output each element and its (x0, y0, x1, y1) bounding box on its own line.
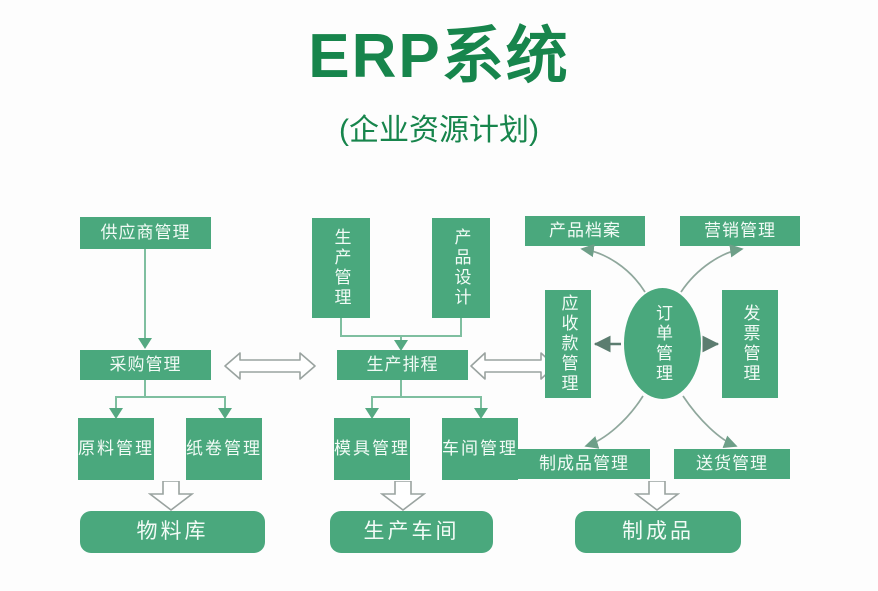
connector-schedule-left-drop (371, 396, 373, 411)
node-finished-products[interactable]: 制成品 (575, 511, 741, 553)
connector-production-stem (400, 335, 402, 343)
page-subtitle: (企业资源计划) (339, 114, 539, 147)
node-mold-mgmt[interactable]: 模具管理 (334, 418, 410, 480)
small-down-arrow-icon (109, 408, 123, 419)
node-product-archive[interactable]: 产品档案 (525, 216, 645, 246)
connector-product-design-drop (460, 318, 462, 336)
curved-arrow-icon-to-delivery-mgmt (682, 395, 738, 449)
node-invoice-mgmt[interactable]: 发票管理 (722, 290, 778, 398)
node-material-warehouse[interactable]: 物料库 (80, 511, 265, 553)
connector-schedule-stem (400, 380, 402, 397)
connector-purchasing-stem (144, 380, 146, 397)
node-finished-product-mgmt[interactable]: 制成品管理 (518, 449, 650, 479)
down-block-arrow-icon (148, 481, 194, 511)
connector-schedule-right-drop (480, 396, 482, 411)
connector-supplier-to-purchasing (144, 249, 146, 341)
double-headed-arrow-icon-right (470, 352, 556, 380)
node-raw-material-mgmt[interactable]: 原料管理 (78, 418, 154, 480)
curved-arrow-icon-to-marketing (680, 244, 744, 293)
node-purchasing-mgmt[interactable]: 采购管理 (80, 350, 211, 380)
small-down-arrow-icon (365, 408, 379, 419)
small-down-arrow-icon (474, 408, 488, 419)
node-production-mgmt[interactable]: 生产管理 (312, 218, 370, 318)
node-receivables-mgmt[interactable]: 应收款管理 (545, 290, 591, 398)
node-delivery-mgmt[interactable]: 送货管理 (674, 449, 790, 479)
node-production-schedule[interactable]: 生产排程 (337, 350, 468, 380)
curved-arrow-icon-to-finished-product-mgmt (584, 395, 644, 449)
curved-arrow-icon-to-product-archive (580, 243, 646, 293)
connector-purchasing-bus (115, 396, 226, 398)
node-marketing-mgmt[interactable]: 营销管理 (680, 216, 800, 246)
down-block-arrow-icon (380, 481, 426, 511)
small-down-arrow-icon (218, 408, 232, 419)
connector-production-mgmt-drop (340, 318, 342, 336)
node-product-design[interactable]: 产品设计 (432, 218, 490, 318)
node-production-workshop[interactable]: 生产车间 (330, 511, 493, 553)
node-paper-roll-mgmt[interactable]: 纸卷管理 (186, 418, 262, 480)
node-supplier-mgmt[interactable]: 供应商管理 (80, 217, 211, 249)
double-headed-arrow-icon-left (224, 352, 316, 380)
small-down-arrow-icon (394, 340, 408, 351)
node-order-mgmt[interactable]: 订单管理 (624, 288, 701, 399)
node-workshop-mgmt[interactable]: 车间管理 (442, 418, 518, 480)
down-block-arrow-icon (634, 481, 680, 511)
connector-schedule-bus (371, 396, 482, 398)
connector-purchasing-left-drop (115, 396, 117, 411)
page-title: ERP系统 (308, 22, 570, 91)
small-down-arrow-icon (138, 338, 152, 349)
connector-purchasing-right-drop (224, 396, 226, 411)
